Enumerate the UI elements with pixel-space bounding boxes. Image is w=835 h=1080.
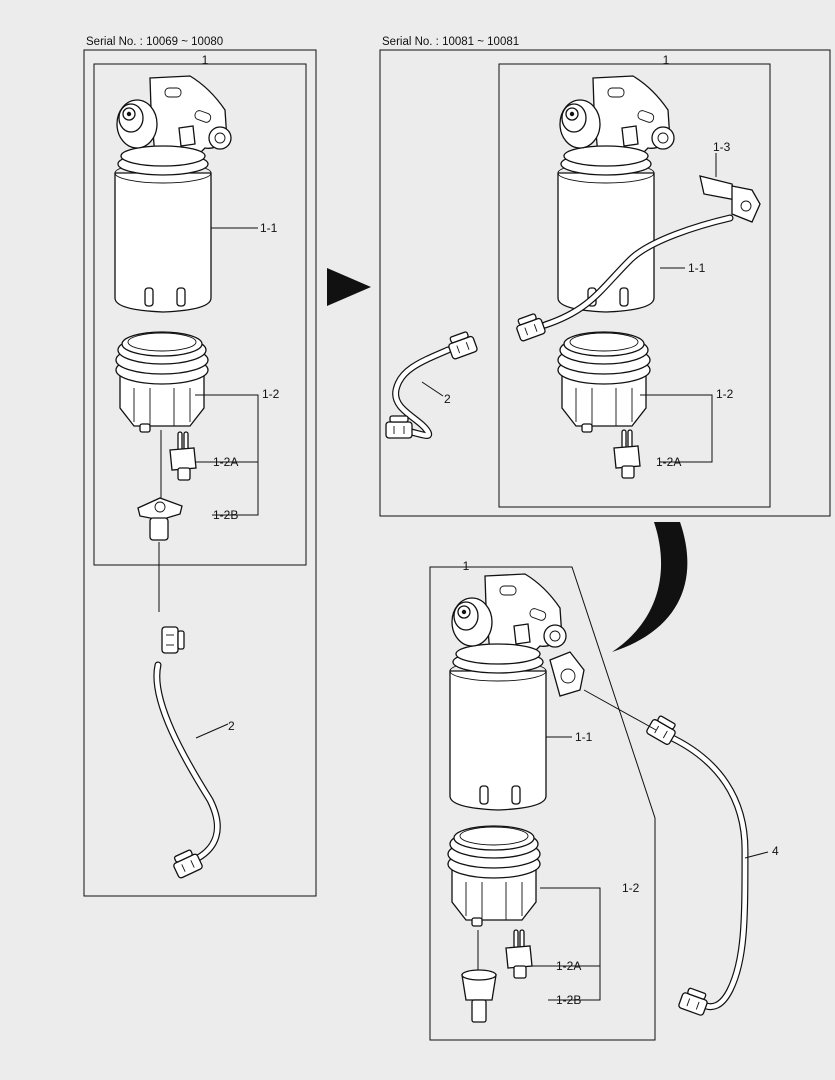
- bottom-panel: 1 1-1 4 1-2 1-2A 1-2B: [429, 559, 779, 1041]
- right-label-2: 2: [444, 392, 451, 406]
- bottom-sensor-1-2a: [505, 929, 533, 979]
- right-panel: Serial No. : 10081 ~ 10081 1 1-3 1-1: [379, 36, 831, 517]
- right-label-1-2a: 1-2A: [656, 455, 681, 469]
- right-arrow-icon: [327, 268, 371, 306]
- right-sensor-1-2a: [613, 429, 641, 479]
- bottom-connector: [549, 651, 585, 697]
- bottom-leader-4: [744, 851, 769, 859]
- bottom-label-1-2: 1-2: [622, 881, 640, 895]
- left-panel: Serial No. : 10069 ~ 10080 1 1-1 1-2 1-2…: [83, 36, 317, 897]
- left-assembly-frame: [93, 63, 307, 566]
- right-serial-label: Serial No. : 10081 ~ 10081: [382, 36, 519, 48]
- right-leader-2: [421, 381, 444, 397]
- right-label-1-3: 1-3: [713, 140, 731, 154]
- right-label-1-2: 1-2: [716, 387, 734, 401]
- left-fuel-filter-head: [114, 75, 232, 313]
- left-label-assembly: 1: [202, 53, 209, 67]
- left-sensor-1-2b: [137, 497, 183, 541]
- bottom-wire-harness: [645, 712, 749, 1017]
- left-label-1-2: 1-2: [262, 387, 280, 401]
- left-label-2: 2: [228, 719, 235, 733]
- bottom-label-1-2b: 1-2B: [556, 993, 581, 1007]
- bottom-label-1-2a: 1-2A: [556, 959, 581, 973]
- bottom-filter-cap: [447, 825, 541, 927]
- left-serial-label: Serial No. : 10069 ~ 10080: [86, 36, 223, 48]
- left-label-1-2a: 1-2A: [213, 455, 238, 469]
- right-filter-cap: [557, 331, 651, 433]
- left-outer-frame: [83, 49, 317, 897]
- bottom-sensor-1-2b: [461, 969, 497, 1023]
- right-label-1-1: 1-1: [688, 261, 706, 275]
- right-wire-harness: [385, 329, 479, 439]
- bottom-label-1-1: 1-1: [575, 730, 593, 744]
- bottom-label-assembly: 1: [463, 559, 470, 573]
- left-bracket-1-2: [195, 394, 259, 516]
- left-wire-harness: [153, 626, 221, 880]
- right-harness-1-1: [513, 214, 734, 343]
- bottom-bracket-1-2: [540, 887, 601, 1001]
- right-label-assembly: 1: [663, 53, 670, 67]
- bottom-fuel-filter-head: [449, 573, 567, 811]
- left-label-1-1: 1-1: [260, 221, 278, 235]
- bottom-label-4: 4: [772, 844, 779, 858]
- right-bracket-1-2: [640, 394, 713, 463]
- bottom-harness-axis: [583, 689, 657, 731]
- left-sensor-1-2a: [169, 431, 197, 481]
- left-label-1-2b: 1-2B: [213, 508, 238, 522]
- right-connector-1-3: [699, 175, 761, 223]
- right-assembly-frame: [498, 63, 771, 508]
- left-filter-cap: [115, 331, 209, 433]
- right-outer-frame: [379, 49, 831, 517]
- left-leader-2: [195, 723, 229, 739]
- bottom-assembly-frame: [429, 566, 656, 1041]
- curved-arrow-icon: [612, 522, 688, 652]
